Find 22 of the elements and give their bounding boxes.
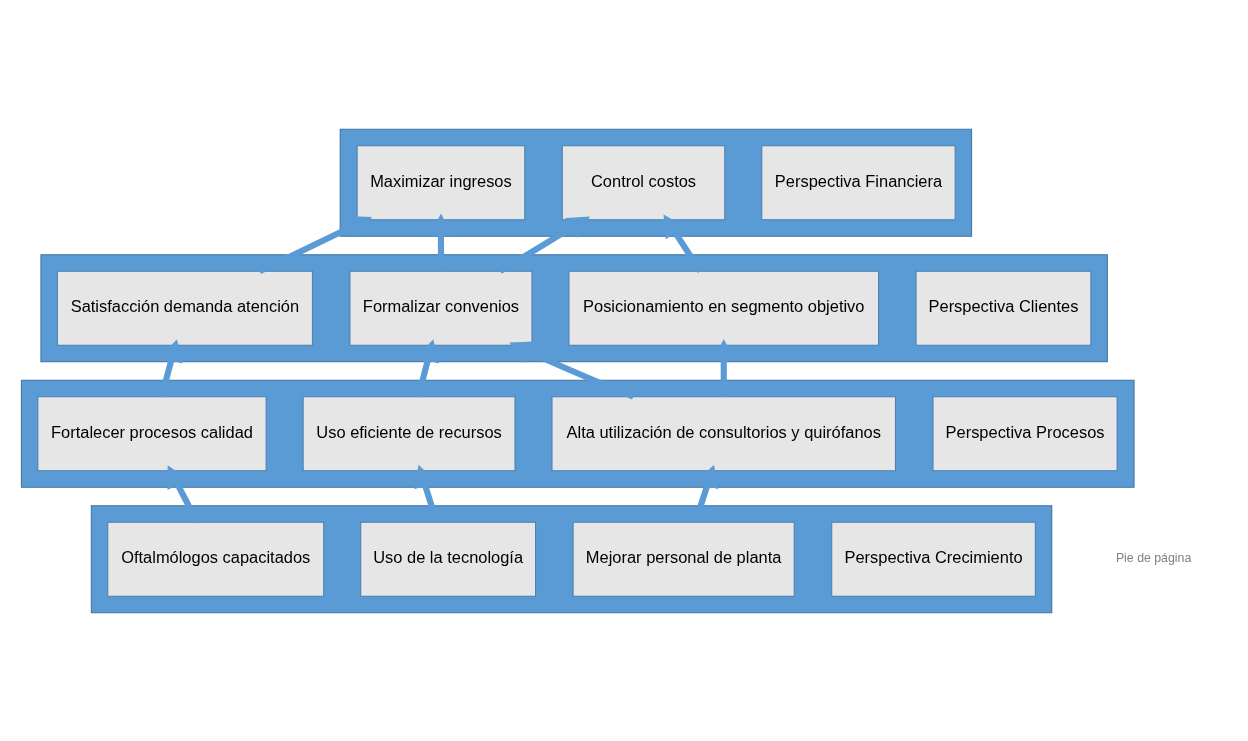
arrow [258,215,373,274]
cluster [90,504,1053,613]
node-box: Control costos [561,144,726,220]
arrow [498,215,590,274]
node-box: Oftalmólogos capacitados [107,521,325,597]
node-box: Formalizar convenios [349,270,533,346]
arrow [429,213,453,271]
node-box: Perspectiva Procesos [932,395,1118,471]
arrow [167,464,200,524]
label: Pie de página [1115,550,1192,565]
node-box: Satisfacción demanda atención [56,270,313,346]
node-box: Perspectiva Financiera [761,144,956,220]
node-box: Mejorar personal de planta [572,521,795,597]
node-box: Uso de la tecnología [360,521,537,597]
arrow [663,214,703,273]
node-box: Perspectiva Clientes [915,270,1092,346]
node-box: Fortalecer procesos calidad [37,395,267,471]
node-box: Maximizar ingresos [356,144,526,220]
node-box: Alta utilización de consultorios y quirófanos [551,395,896,471]
node-box: Posicionamiento en segmento objetivo [568,270,880,346]
node-box: Uso eficiente de recursos [302,395,516,471]
node-box: Perspectiva Crecimiento [831,521,1036,597]
